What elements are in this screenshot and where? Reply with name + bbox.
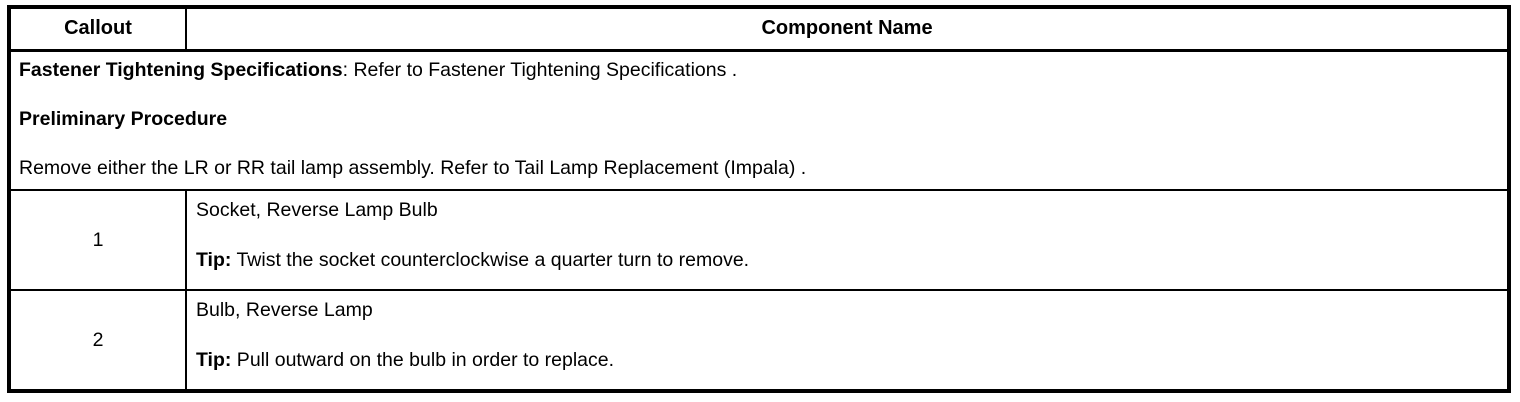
component-block-1: Socket, Reverse Lamp Bulb Tip: Twist the…: [187, 191, 1507, 281]
header-label-callout: Callout: [64, 17, 132, 39]
table-row: 2 Bulb, Reverse Lamp Tip: Pull outward o…: [7, 290, 1511, 394]
component-cell-2: Bulb, Reverse Lamp Tip: Pull outward on …: [186, 290, 1511, 394]
component-name-2: Bulb, Reverse Lamp: [196, 299, 373, 322]
component-name-1: Socket, Reverse Lamp Bulb: [196, 199, 438, 222]
table-body: Callout Component Name Fastener Tighteni…: [7, 5, 1511, 394]
note-line-remove-tail-lamp: Remove either the LR or RR tail lamp ass…: [19, 156, 1501, 180]
callout-component-table: Callout Component Name Fastener Tighteni…: [7, 5, 1511, 394]
callout-number-2: 2: [92, 328, 104, 351]
note-line-fastener-spec: Fastener Tightening Specifications: Refe…: [19, 59, 1501, 82]
component-tip-2: Tip: Pull outward on the bulb in order t…: [196, 349, 1501, 372]
notes-block: Fastener Tightening Specifications: Refe…: [11, 52, 1507, 189]
tip-text-1: Twist the socket counterclockwise a quar…: [231, 249, 750, 272]
note-text-remove-tail-lamp: Remove either the LR or RR tail lamp ass…: [19, 156, 807, 179]
callout-number-1: 1: [92, 228, 104, 251]
note-line-preliminary-procedure: Preliminary Procedure: [19, 107, 1501, 131]
header-cell-component-name: Component Name: [185, 5, 1511, 52]
note-bold-lead-fastener: Fastener Tightening Specifications: [19, 59, 343, 81]
notes-cell: Fastener Tightening Specifications: Refe…: [7, 50, 1511, 192]
table-row: 1 Socket, Reverse Lamp Bulb Tip: Twist t…: [7, 190, 1511, 292]
tip-text-2: Pull outward on the bulb in order to rep…: [231, 349, 615, 372]
table-notes-row: Fastener Tightening Specifications: Refe…: [7, 50, 1511, 192]
header-cell-callout: Callout: [7, 5, 187, 52]
callout-cell-2: 2: [7, 290, 187, 394]
callout-cell-1: 1: [7, 190, 187, 292]
table-header-row: Callout Component Name: [7, 5, 1511, 52]
note-separator-fastener: :: [342, 59, 349, 81]
component-cell-1: Socket, Reverse Lamp Bulb Tip: Twist the…: [186, 190, 1511, 292]
header-label-component-name: Component Name: [761, 17, 933, 39]
tip-label-2: Tip:: [196, 349, 232, 372]
note-text-fastener: Refer to Fastener Tightening Specificati…: [348, 59, 738, 81]
tip-label-1: Tip:: [196, 249, 232, 272]
component-tip-1: Tip: Twist the socket counterclockwise a…: [196, 249, 1501, 272]
component-block-2: Bulb, Reverse Lamp Tip: Pull outward on …: [187, 291, 1507, 381]
note-bold-lead-preliminary: Preliminary Procedure: [19, 107, 228, 130]
